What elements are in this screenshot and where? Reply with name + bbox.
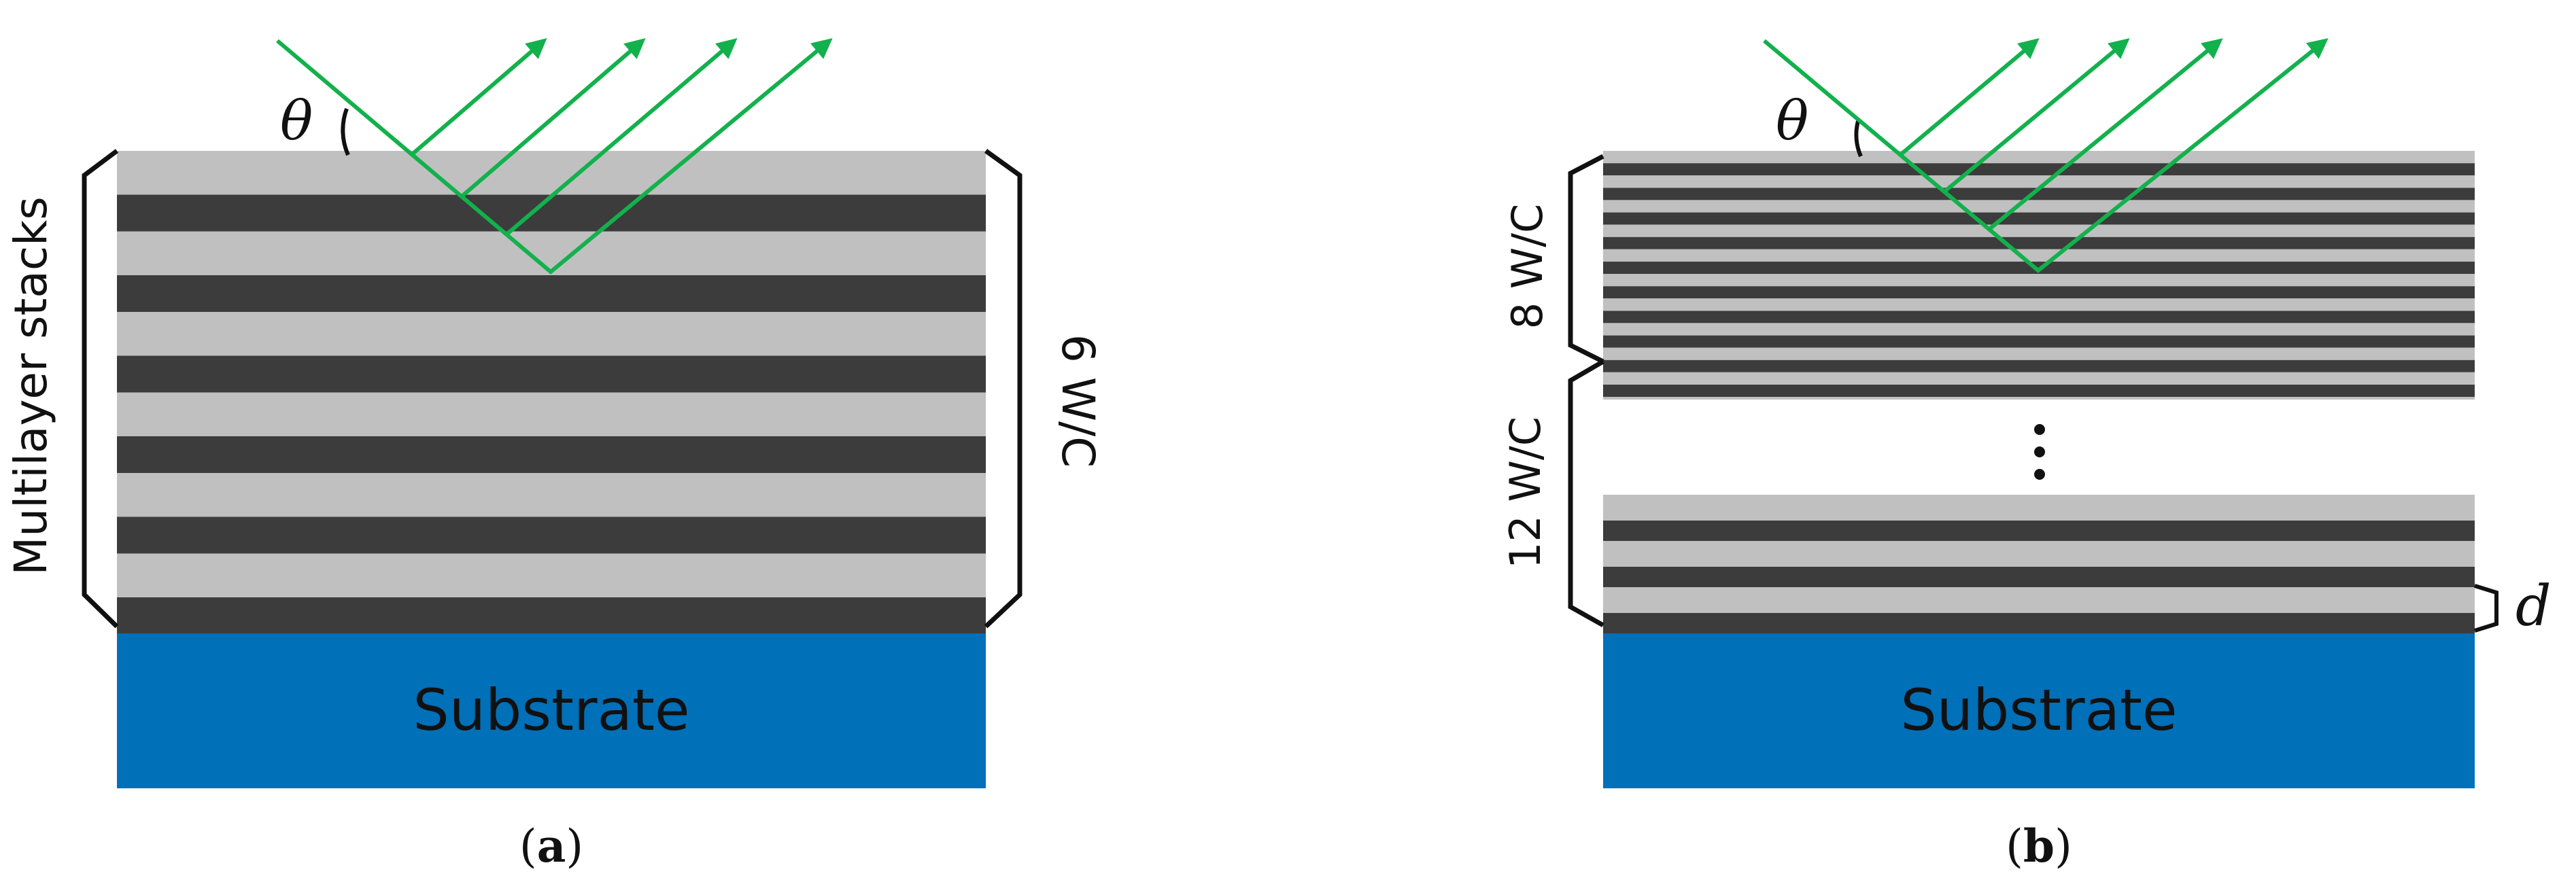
stack-b-upper-light-layer <box>1603 151 2475 164</box>
reflected-ray-a-3 <box>505 38 738 236</box>
stack-b-upper-dark-layer <box>1603 212 2475 225</box>
reflected-ray-b-2 <box>1943 38 2130 194</box>
substrate-b <box>1603 633 2475 788</box>
period-d-symbol: d <box>2515 574 2552 639</box>
angle-arc-b <box>1854 120 1863 158</box>
substrate-label-a: Substrate <box>413 677 689 743</box>
stack-a-dark-layer <box>117 436 986 473</box>
substrate-a <box>117 633 986 788</box>
stack-b-upper-light-layer <box>1603 298 2475 311</box>
stack-b-upper-dark-layer <box>1603 385 2475 397</box>
stack-a-light-layer <box>117 553 986 597</box>
stack-a-dark-layer <box>117 275 986 312</box>
x-ray-beams-a <box>276 38 833 275</box>
stack-b-lower-light-layer <box>1603 541 2475 567</box>
reflected-ray-a-2 <box>460 38 646 199</box>
vertical-ellipsis-icon <box>2034 424 2045 480</box>
lower-bracket-b <box>1568 359 1604 628</box>
stack-a-light-layer <box>117 231 986 275</box>
theta-symbol-b: θ <box>1776 89 1808 152</box>
reflected-ray-b-1 <box>1899 38 2040 157</box>
stack-a-light-layer <box>117 312 986 356</box>
stack-a-light-layer <box>117 151 986 195</box>
reflected-ray-b-3 <box>1987 38 2223 232</box>
caption-b: (b) <box>2006 820 2072 873</box>
stack-a-light-layer <box>117 473 986 517</box>
multilayer-stack-a <box>117 151 986 633</box>
stack-b-upper-light-layer <box>1603 249 2475 262</box>
stack-b-lower-dark-layer <box>1603 613 2475 633</box>
stack-b-upper-dark-layer <box>1603 188 2475 200</box>
twelve-wc-label: 12 W/C <box>1500 417 1550 569</box>
left-bracket-a <box>82 149 119 629</box>
stack-b-upper-light-layer <box>1603 347 2475 360</box>
stack-a-light-layer <box>117 392 986 436</box>
multilayer-stack-b-upper <box>1603 151 2475 400</box>
stack-b-upper-light-layer <box>1603 274 2475 287</box>
upper-bracket-b <box>1568 154 1604 364</box>
stack-b-lower-light-layer <box>1603 587 2475 613</box>
six-wc-label: 6 W/C <box>1052 334 1104 468</box>
x-ray-beams-b <box>1763 38 2329 273</box>
stack-b-lower-dark-layer <box>1603 521 2475 541</box>
multilayer-stacks-label: Multilayer stacks <box>5 196 57 576</box>
incident-ray-a <box>276 38 833 275</box>
theta-symbol-a: θ <box>280 89 313 152</box>
stack-a-dark-layer <box>117 597 986 633</box>
stack-b-upper-dark-layer <box>1603 286 2475 299</box>
stack-a-dark-layer <box>117 516 986 554</box>
reflected-ray-a-1 <box>410 38 547 157</box>
stack-b-upper-dark-layer <box>1603 335 2475 348</box>
stack-b-lower-dark-layer <box>1603 567 2475 587</box>
substrate-label-b: Substrate <box>1900 677 2177 743</box>
stack-b-upper-dark-layer <box>1603 311 2475 323</box>
stack-a-dark-layer <box>117 194 986 232</box>
stack-b-upper-light-layer <box>1603 323 2475 336</box>
angle-arc-a <box>341 107 350 156</box>
stack-b-upper-light-layer <box>1603 200 2475 213</box>
stack-b-lower-light-layer <box>1603 495 2475 521</box>
stack-b-upper-light-layer <box>1603 372 2475 385</box>
multilayer-stack-b-lower <box>1603 495 2475 633</box>
eight-wc-label: 8 W/C <box>1502 204 1552 330</box>
caption-a: (a) <box>519 820 583 873</box>
incident-ray-b <box>1763 38 2329 273</box>
stack-b-upper-dark-layer <box>1603 163 2475 176</box>
stack-b-upper-light-layer <box>1603 397 2475 400</box>
period-bracket-b <box>2474 584 2498 633</box>
stack-b-upper-dark-layer <box>1603 359 2475 372</box>
panel-b: Substrate 8 W/C 12 W/C d θ (b) <box>1500 38 2552 873</box>
panel-a: Substrate Multilayer stacks 6 W/C θ (a) <box>5 38 1104 873</box>
stack-a-dark-layer <box>117 355 986 393</box>
stack-b-upper-light-layer <box>1603 224 2475 237</box>
stack-b-upper-light-layer <box>1603 175 2475 188</box>
stack-b-upper-dark-layer <box>1603 236 2475 249</box>
right-bracket-a <box>984 149 1023 629</box>
